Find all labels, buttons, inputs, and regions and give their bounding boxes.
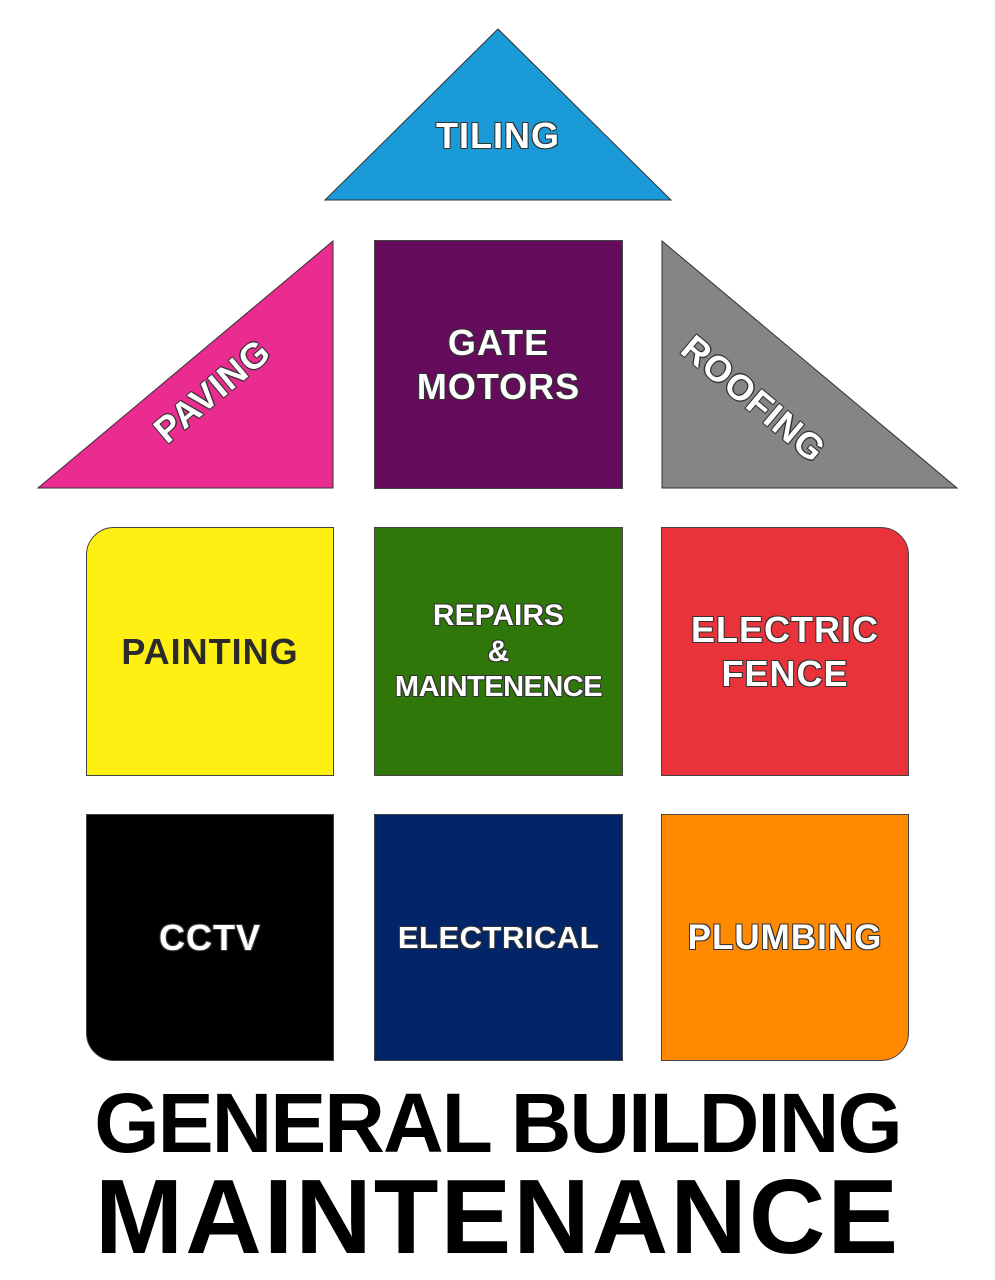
roofing-triangle-shape: [661, 239, 959, 489]
plumbing-tile: PLUMBING: [661, 814, 909, 1061]
electric-fence-line2: FENCE: [721, 652, 849, 694]
cctv-tile: CCTV: [86, 814, 334, 1061]
electrical-tile: ELECTRICAL: [374, 814, 623, 1061]
paving-triangle-shape: [36, 239, 334, 489]
footer-title-line1: GENERAL BUILDING: [94, 1076, 902, 1170]
painting-label: PAINTING: [121, 630, 299, 672]
paving-triangle: [36, 239, 334, 489]
plumbing-label: PLUMBING: [687, 917, 883, 957]
tiling-label-box: TILING: [398, 108, 598, 164]
roofing-triangle: [661, 239, 959, 489]
repairs-maintenence-tile: REPAIRS & MAINTENENCE: [374, 527, 623, 776]
repairs-line3: MAINTENENCE: [394, 671, 603, 704]
cctv-label: CCTV: [159, 916, 261, 958]
gate-motors-line1: GATE: [447, 322, 550, 364]
tiling-triangle: [323, 28, 673, 201]
repairs-line1: REPAIRS: [432, 599, 565, 633]
footer-title-line2: MAINTENANCE: [94, 1158, 901, 1276]
tiling-triangle-shape: [323, 28, 673, 201]
electric-fence-tile: ELECTRIC FENCE: [661, 527, 909, 776]
repairs-line2: &: [487, 635, 510, 669]
tiling-label: TILING: [436, 115, 560, 157]
electric-fence-line1: ELECTRIC: [691, 609, 879, 651]
painting-tile: PAINTING: [86, 527, 334, 776]
gate-motors-tile: GATE MOTORS: [374, 240, 623, 489]
gate-motors-line2: MOTORS: [416, 365, 581, 407]
electrical-label: ELECTRICAL: [397, 919, 600, 955]
